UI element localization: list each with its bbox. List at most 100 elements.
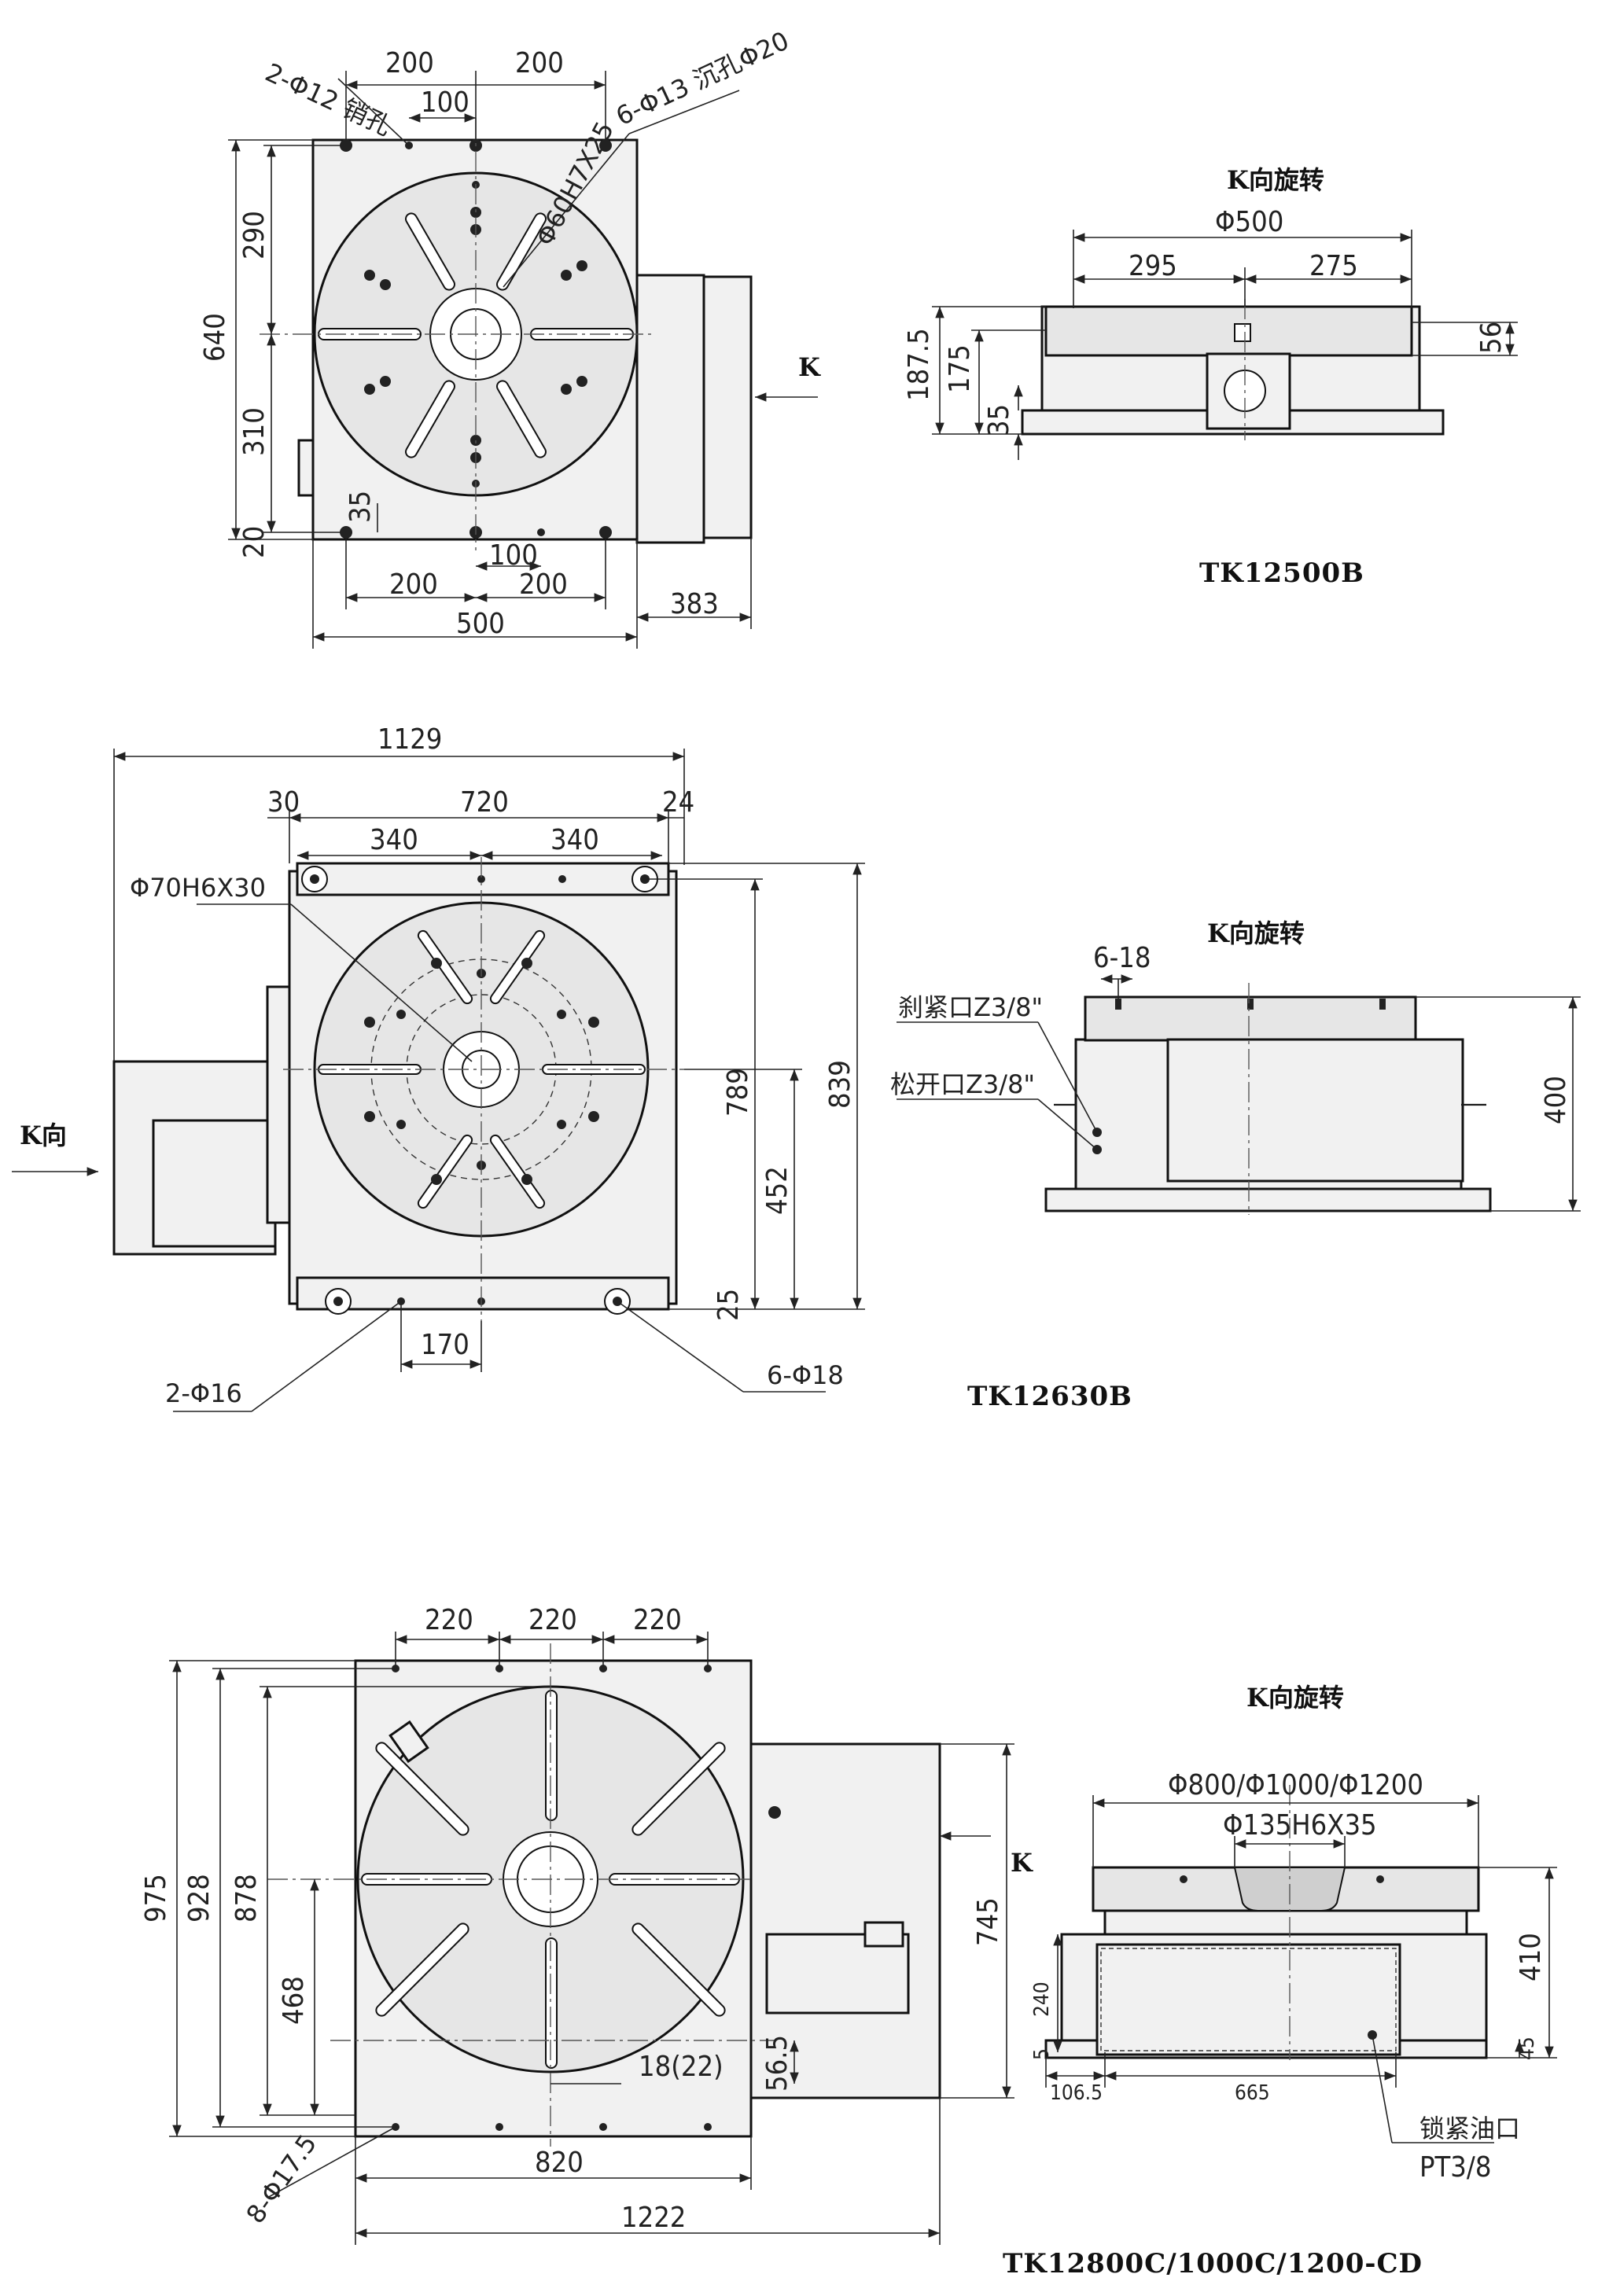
tk12800c-side-neck — [1103, 1909, 1468, 1936]
tk12800c-motor — [765, 1933, 910, 2015]
tk12800c-side-dim-240: 240 — [1030, 1981, 1054, 2017]
tk12630b-side-view: K向旋转 6-18 刹紧口Z3/8" 松开口Z3/8" — [890, 918, 1581, 1412]
tk12500b-dim-35: 35 — [344, 491, 377, 523]
tk12630b-t-slots — [318, 929, 646, 1209]
tk12800c-dim-878: 878 — [230, 1874, 263, 1923]
tk12800c-side-dim-dia: Φ800/Φ1000/Φ1200 — [1168, 1769, 1423, 1801]
tk12500b-dim-383: 383 — [670, 588, 719, 620]
tk12500b-model-title: TK12500B — [1199, 557, 1364, 589]
tk12630b-dim-789: 789 — [722, 1068, 754, 1117]
tk12800c-motor-housing — [749, 1742, 941, 2099]
tk12800c-side-dim-665: 665 — [1235, 2081, 1270, 2105]
tk12500b-side-dimensions — [932, 230, 1518, 460]
tk12800c-lock-port-thread: PT3/8 — [1419, 2151, 1491, 2184]
tk12630b-motor — [152, 1119, 277, 1248]
tk12500b-side-dim-175: 175 — [944, 344, 976, 393]
tk12630b-dim-340-left: 340 — [370, 824, 418, 856]
tk12500b-dim-200-bottom-left: 200 — [389, 568, 438, 601]
tk12800c-dim-745: 745 — [972, 1897, 1004, 1946]
tk12500b-dim-100-top: 100 — [421, 86, 469, 119]
tk12800c-motor-cap — [863, 1921, 904, 1948]
tk12630b-k-dir-label: K向 — [20, 1120, 67, 1150]
tk12500b-side-table — [1044, 305, 1413, 357]
tk12630b-clamp-port: 刹紧口Z3/8" — [898, 992, 1043, 1022]
tk12630b-motor-flange — [266, 985, 293, 1224]
tk12500b-dim-640: 640 — [199, 313, 231, 362]
tk12800c-k-arrow-label: K — [1011, 1848, 1033, 1878]
tk12630b-center-bore-note: Φ70H6X30 — [130, 873, 266, 903]
tk12500b-side-view: K向旋转 Φ500 295 275 187. — [903, 165, 1518, 589]
tk12500b-motor-flange — [635, 274, 705, 544]
tk12500b-dim-100-bottom: 100 — [489, 539, 538, 572]
tk12500b-counterbore-note: 6-Φ13 沉孔Φ20 — [611, 25, 793, 131]
tk12500b-top-view: 200 200 100 2-Φ12 销孔 6-Φ13 沉孔Φ20 Φ60H7X2… — [199, 25, 821, 649]
tk12630b-side-heading: K向旋转 — [1207, 918, 1305, 948]
tk12800c-dimensions — [169, 1632, 1014, 2245]
tk12800c-handle — [388, 1720, 429, 1764]
tk12630b-dim-24: 24 — [662, 786, 694, 819]
tk12800c-dim-1222: 1222 — [621, 2202, 686, 2234]
tk12500b-k-arrow-label: K — [798, 352, 821, 382]
tk12800c-side-dim-106-5: 106.5 — [1050, 2081, 1103, 2105]
tk12500b-side-dim-35: 35 — [983, 404, 1015, 436]
tk12630b-dim-170: 170 — [421, 1329, 469, 1361]
tk12630b-dim-452: 452 — [761, 1166, 793, 1215]
tk12630b-side-dim-400: 400 — [1540, 1076, 1572, 1124]
tk12500b-dimensions — [228, 71, 818, 649]
tk12800c-dim-220-c: 220 — [633, 1604, 682, 1636]
tk12800c-model-title: TK12800C/1000C/1200-CD — [1003, 2248, 1423, 2279]
tk12630b-dim-839: 839 — [824, 1060, 856, 1109]
tk12800c-side-dim-5: 5 — [1030, 2048, 1054, 2060]
tk12800c-holes — [392, 1665, 781, 2131]
tk12630b-dim-720: 720 — [460, 786, 509, 819]
tk12500b-side-dim-275: 275 — [1309, 250, 1358, 282]
tk12800c-lock-port: 锁紧油口 — [1419, 2114, 1520, 2143]
tk12800c-side-center-bore: Φ135H6X35 — [1223, 1809, 1377, 1842]
tk12500b-dim-200-bottom-right: 200 — [519, 568, 568, 601]
tk12630b-bolt-hole-note: 6-Φ18 — [767, 1360, 844, 1390]
tk12800c-dim-975: 975 — [140, 1874, 172, 1923]
tk12630b-top-view: 1129 30 720 24 340 340 Φ70H6X30 789 839 … — [12, 723, 865, 1412]
tk12800c-side-housing — [1095, 1943, 1401, 2056]
tk12800c-dim-468: 468 — [278, 1976, 310, 2025]
tk12630b-dim-25: 25 — [712, 1289, 745, 1321]
tk12800c-dim-220-a: 220 — [425, 1604, 473, 1636]
tk12630b-model-title: TK12630B — [967, 1381, 1132, 1412]
tk12500b-pin-hole-note: 2-Φ12 销孔 — [261, 57, 396, 142]
tk12500b-left-tab — [297, 439, 315, 497]
tk12800c-side-heading: K向旋转 — [1246, 1683, 1344, 1713]
tk12800c-dim-220-b: 220 — [528, 1604, 577, 1636]
tk12500b-side-heading: K向旋转 — [1227, 165, 1324, 195]
tk12630b-release-port: 松开口Z3/8" — [890, 1069, 1035, 1099]
tk12500b-side-dim-56: 56 — [1475, 322, 1508, 354]
tk12800c-side-dim-410: 410 — [1515, 1933, 1547, 1981]
tk12500b-dim-200-left: 200 — [385, 47, 434, 79]
tk12800c-dim-820: 820 — [535, 2147, 584, 2179]
tk12500b-side-dim-295: 295 — [1129, 250, 1177, 282]
tk12630b-side-housing — [1166, 1038, 1464, 1183]
tk12630b-side-dimensions — [897, 974, 1581, 1212]
tk12630b-side-base — [1044, 1187, 1492, 1212]
tk12500b-side-slot — [1234, 323, 1251, 342]
tk12630b-dim-340-right: 340 — [550, 824, 599, 856]
tk12500b-dim-500: 500 — [456, 608, 505, 640]
tk12500b-dim-20: 20 — [238, 526, 271, 558]
tk12630b-dimensions — [12, 749, 865, 1412]
tk12630b-pin-hole-note: 2-Φ16 — [165, 1378, 242, 1408]
tk12800c-dim-56-5: 56.5 — [761, 2035, 793, 2092]
tk12800c-side-view: K向旋转 — [1003, 1683, 1557, 2279]
tk12500b-dim-200-right: 200 — [515, 47, 564, 79]
tk12500b-side-dim-dia: Φ500 — [1215, 206, 1283, 238]
tk12500b-t-slots — [318, 212, 634, 458]
tk12630b-dim-1129: 1129 — [377, 723, 442, 756]
tk12500b-motor — [702, 275, 753, 539]
tk12500b-dim-310: 310 — [238, 407, 271, 456]
tk12800c-side-dim-45: 45 — [1515, 2037, 1539, 2060]
tk12800c-top-view: 220 220 220 975 928 878 468 745 18(22) 5… — [140, 1604, 1033, 2245]
tk12800c-bolt-hole-note: 8-Φ17.5 — [240, 2129, 322, 2229]
tk12630b-side-bolts — [1115, 999, 1386, 1010]
tk12500b-side-dim-187-5: 187.5 — [903, 328, 935, 401]
tk12630b-dim-30: 30 — [267, 786, 300, 819]
tk12800c-dim-18-22: 18(22) — [639, 2051, 724, 2083]
